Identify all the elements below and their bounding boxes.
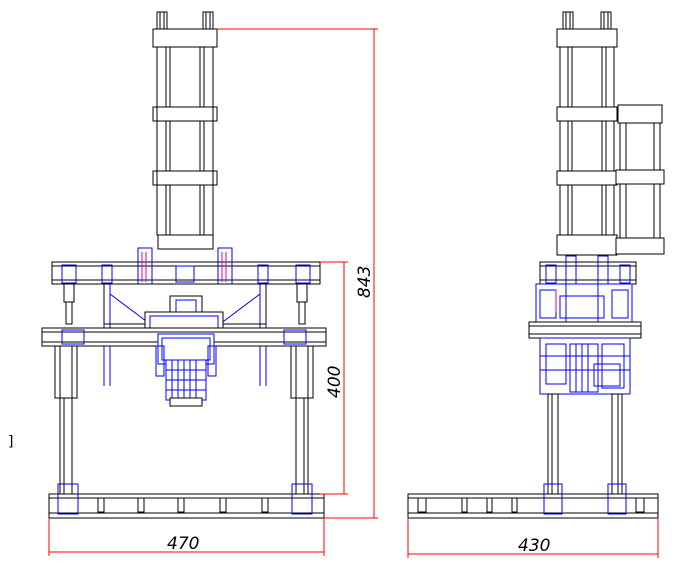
front-guide-bushings (54, 345, 314, 399)
dim-front-width: 470 (167, 534, 199, 554)
front-view (41, 11, 327, 519)
side-top-plate (539, 255, 637, 285)
side-view (407, 11, 665, 519)
dimension-lines (48, 28, 659, 558)
margin-mark: ] (8, 434, 13, 450)
side-cylinder (556, 28, 618, 256)
front-cutter-head (155, 333, 217, 407)
side-base-plate (407, 483, 659, 519)
front-cylinder (152, 28, 218, 250)
front-guide-pillars (59, 397, 309, 495)
side-cutter-head (539, 337, 631, 395)
front-cylinder-caps (156, 11, 214, 31)
side-mechanism (535, 283, 633, 325)
side-guide-pillars (547, 393, 623, 495)
front-top-plate (51, 247, 321, 285)
front-base-plate (48, 483, 325, 519)
dim-side-width: 430 (518, 536, 550, 556)
side-cylinder-caps (562, 11, 612, 31)
dim-table-height: 400 (325, 366, 345, 398)
side-middle-plate (528, 321, 642, 339)
dim-overall-height: 843 (355, 266, 375, 298)
front-top-bolts (63, 283, 308, 325)
side-secondary-cylinder (615, 104, 665, 255)
